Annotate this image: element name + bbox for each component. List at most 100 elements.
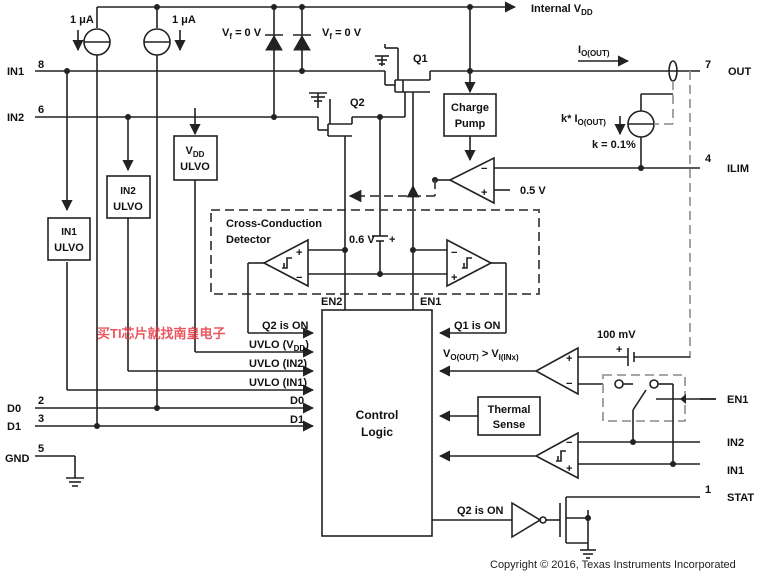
svg-text:k* IO(OUT): k* IO(OUT) [561,113,606,127]
svg-text:−: − [296,272,302,284]
svg-text:GND: GND [5,453,30,465]
svg-text:Q1: Q1 [413,53,428,65]
svg-text:+: + [296,247,302,259]
mirror-current-source: k* IO(OUT) k = 0.1% [561,81,674,168]
pin-gnd: GND 5 [5,443,84,487]
output-line: 7 OUT IO(OUT) [430,44,752,358]
svg-text:100 mV: 100 mV [597,329,636,341]
svg-text:IN2: IN2 [727,437,744,449]
svg-text:4: 4 [705,153,712,165]
svg-text:Q2 is ON: Q2 is ON [262,320,309,332]
vdd-ulvo-block: VDD ULVO [173,108,315,358]
svg-text:0.6 V: 0.6 V [349,234,375,246]
svg-text:−: − [566,437,572,449]
stat-output: Q2 is ON 1 STAT [432,484,754,559]
svg-text:8: 8 [38,59,44,71]
svg-text:D1: D1 [290,414,304,426]
svg-text:IO(OUT): IO(OUT) [578,44,610,58]
svg-text:VO(OUT) > VI(INx): VO(OUT) > VI(INx) [443,348,519,362]
svg-text:Pump: Pump [455,118,486,130]
internal-vdd-rail: Internal VDD [97,1,593,94]
svg-text:STAT: STAT [727,492,754,504]
svg-text:UVLO (IN2): UVLO (IN2) [249,358,307,370]
svg-text:−: − [451,247,457,259]
svg-text:0.5 V: 0.5 V [520,185,546,197]
svg-text:2: 2 [38,395,44,407]
svg-text:EN1: EN1 [420,296,441,308]
svg-text:+: + [566,353,572,365]
svg-text:IN1: IN1 [727,465,744,477]
svg-text:UVLO (VDD): UVLO (VDD) [249,339,309,353]
input-select-comparator: − + [438,431,579,480]
svg-text:Q2: Q2 [350,97,365,109]
svg-text:+: + [566,463,572,475]
svg-text:Sense: Sense [493,419,525,431]
ilim-amplifier: − + 0.5 V 4 ILIM [348,153,749,205]
svg-text:1: 1 [705,484,711,496]
copyright-text: Copyright © 2016, Texas Instruments Inco… [490,559,736,571]
svg-text:Vf = 0 V: Vf = 0 V [222,27,262,41]
svg-text:IN2: IN2 [120,186,136,197]
svg-text:+: + [481,187,487,199]
svg-text:1 μA: 1 μA [70,14,94,26]
current-source-d1: 1 μA [143,7,196,408]
svg-text:7: 7 [705,59,711,71]
svg-text:Vf = 0 V: Vf = 0 V [322,27,362,41]
svg-text:D0: D0 [290,395,304,407]
in1-ulvo-block: IN1 ULVO [47,217,91,261]
input-select-switch [602,374,716,464]
pin-in2: IN2 6 [7,104,318,377]
svg-text:−: − [481,163,487,175]
charge-pump-block: Charge Pump [443,93,497,162]
mosfet-q2: Q2 [309,92,406,236]
mosfet-q1: Q1 [375,44,431,310]
svg-text:+: + [389,234,395,246]
svg-text:+: + [616,344,622,356]
svg-text:Control: Control [356,408,399,422]
diode-in2: Vf = 0 V [222,7,283,120]
svg-text:1 μA: 1 μA [172,14,196,26]
svg-text:VDD: VDD [186,145,205,159]
svg-text:IN1: IN1 [61,227,77,238]
pin-in1: IN1 8 [7,59,385,396]
svg-text:UVLO (IN1): UVLO (IN1) [249,377,307,389]
svg-text:5: 5 [38,443,44,455]
svg-text:EN1: EN1 [727,394,748,406]
svg-text:IN1: IN1 [7,66,24,78]
svg-text:Q1 is ON: Q1 is ON [454,320,501,332]
svg-text:Thermal: Thermal [488,404,531,416]
current-source-d0: 1 μA [70,7,111,426]
svg-text:6: 6 [38,104,44,116]
reverse-voltage-comparator: 100 mV + + − VO(OUT) > VI(INx) [438,329,690,396]
in2-ulvo-block: IN2 ULVO [106,175,151,219]
svg-text:ILIM: ILIM [727,163,749,175]
thermal-sense-block: Thermal Sense [438,396,541,436]
svg-text:k = 0.1%: k = 0.1% [592,139,636,151]
diode-in1: Vf = 0 V [293,7,362,74]
internal-vdd-label: Internal VDD [531,3,593,17]
control-logic-block: Control Logic EN2 EN1 Q2 is ON Q1 is ON … [249,200,501,537]
pin-in1-right: IN1 [578,461,744,477]
svg-text:Charge: Charge [451,102,489,114]
svg-text:ULVO: ULVO [180,161,210,173]
svg-text:D0: D0 [7,403,21,415]
svg-text:Cross-Conduction: Cross-Conduction [226,218,322,230]
cross-conduction-detector: Cross-Conduction Detector 0.6 V + + − − … [210,209,540,339]
svg-text:3: 3 [38,413,44,425]
svg-text:ULVO: ULVO [113,201,143,213]
pin-d0: D0 2 [7,395,315,415]
svg-text:D1: D1 [7,421,21,433]
svg-text:ULVO: ULVO [54,242,84,254]
svg-text:IN2: IN2 [7,112,24,124]
svg-text:−: − [566,378,572,390]
svg-text:Detector: Detector [226,234,271,246]
svg-text:+: + [451,272,457,284]
svg-text:OUT: OUT [728,66,752,78]
svg-text:Logic: Logic [361,425,393,439]
pin-d1: D1 3 [7,413,315,433]
pin-en1: EN1 [700,394,748,406]
svg-text:Q2 is ON: Q2 is ON [457,505,504,517]
svg-text:EN2: EN2 [321,296,342,308]
pin-in2-right: IN2 [578,437,744,449]
